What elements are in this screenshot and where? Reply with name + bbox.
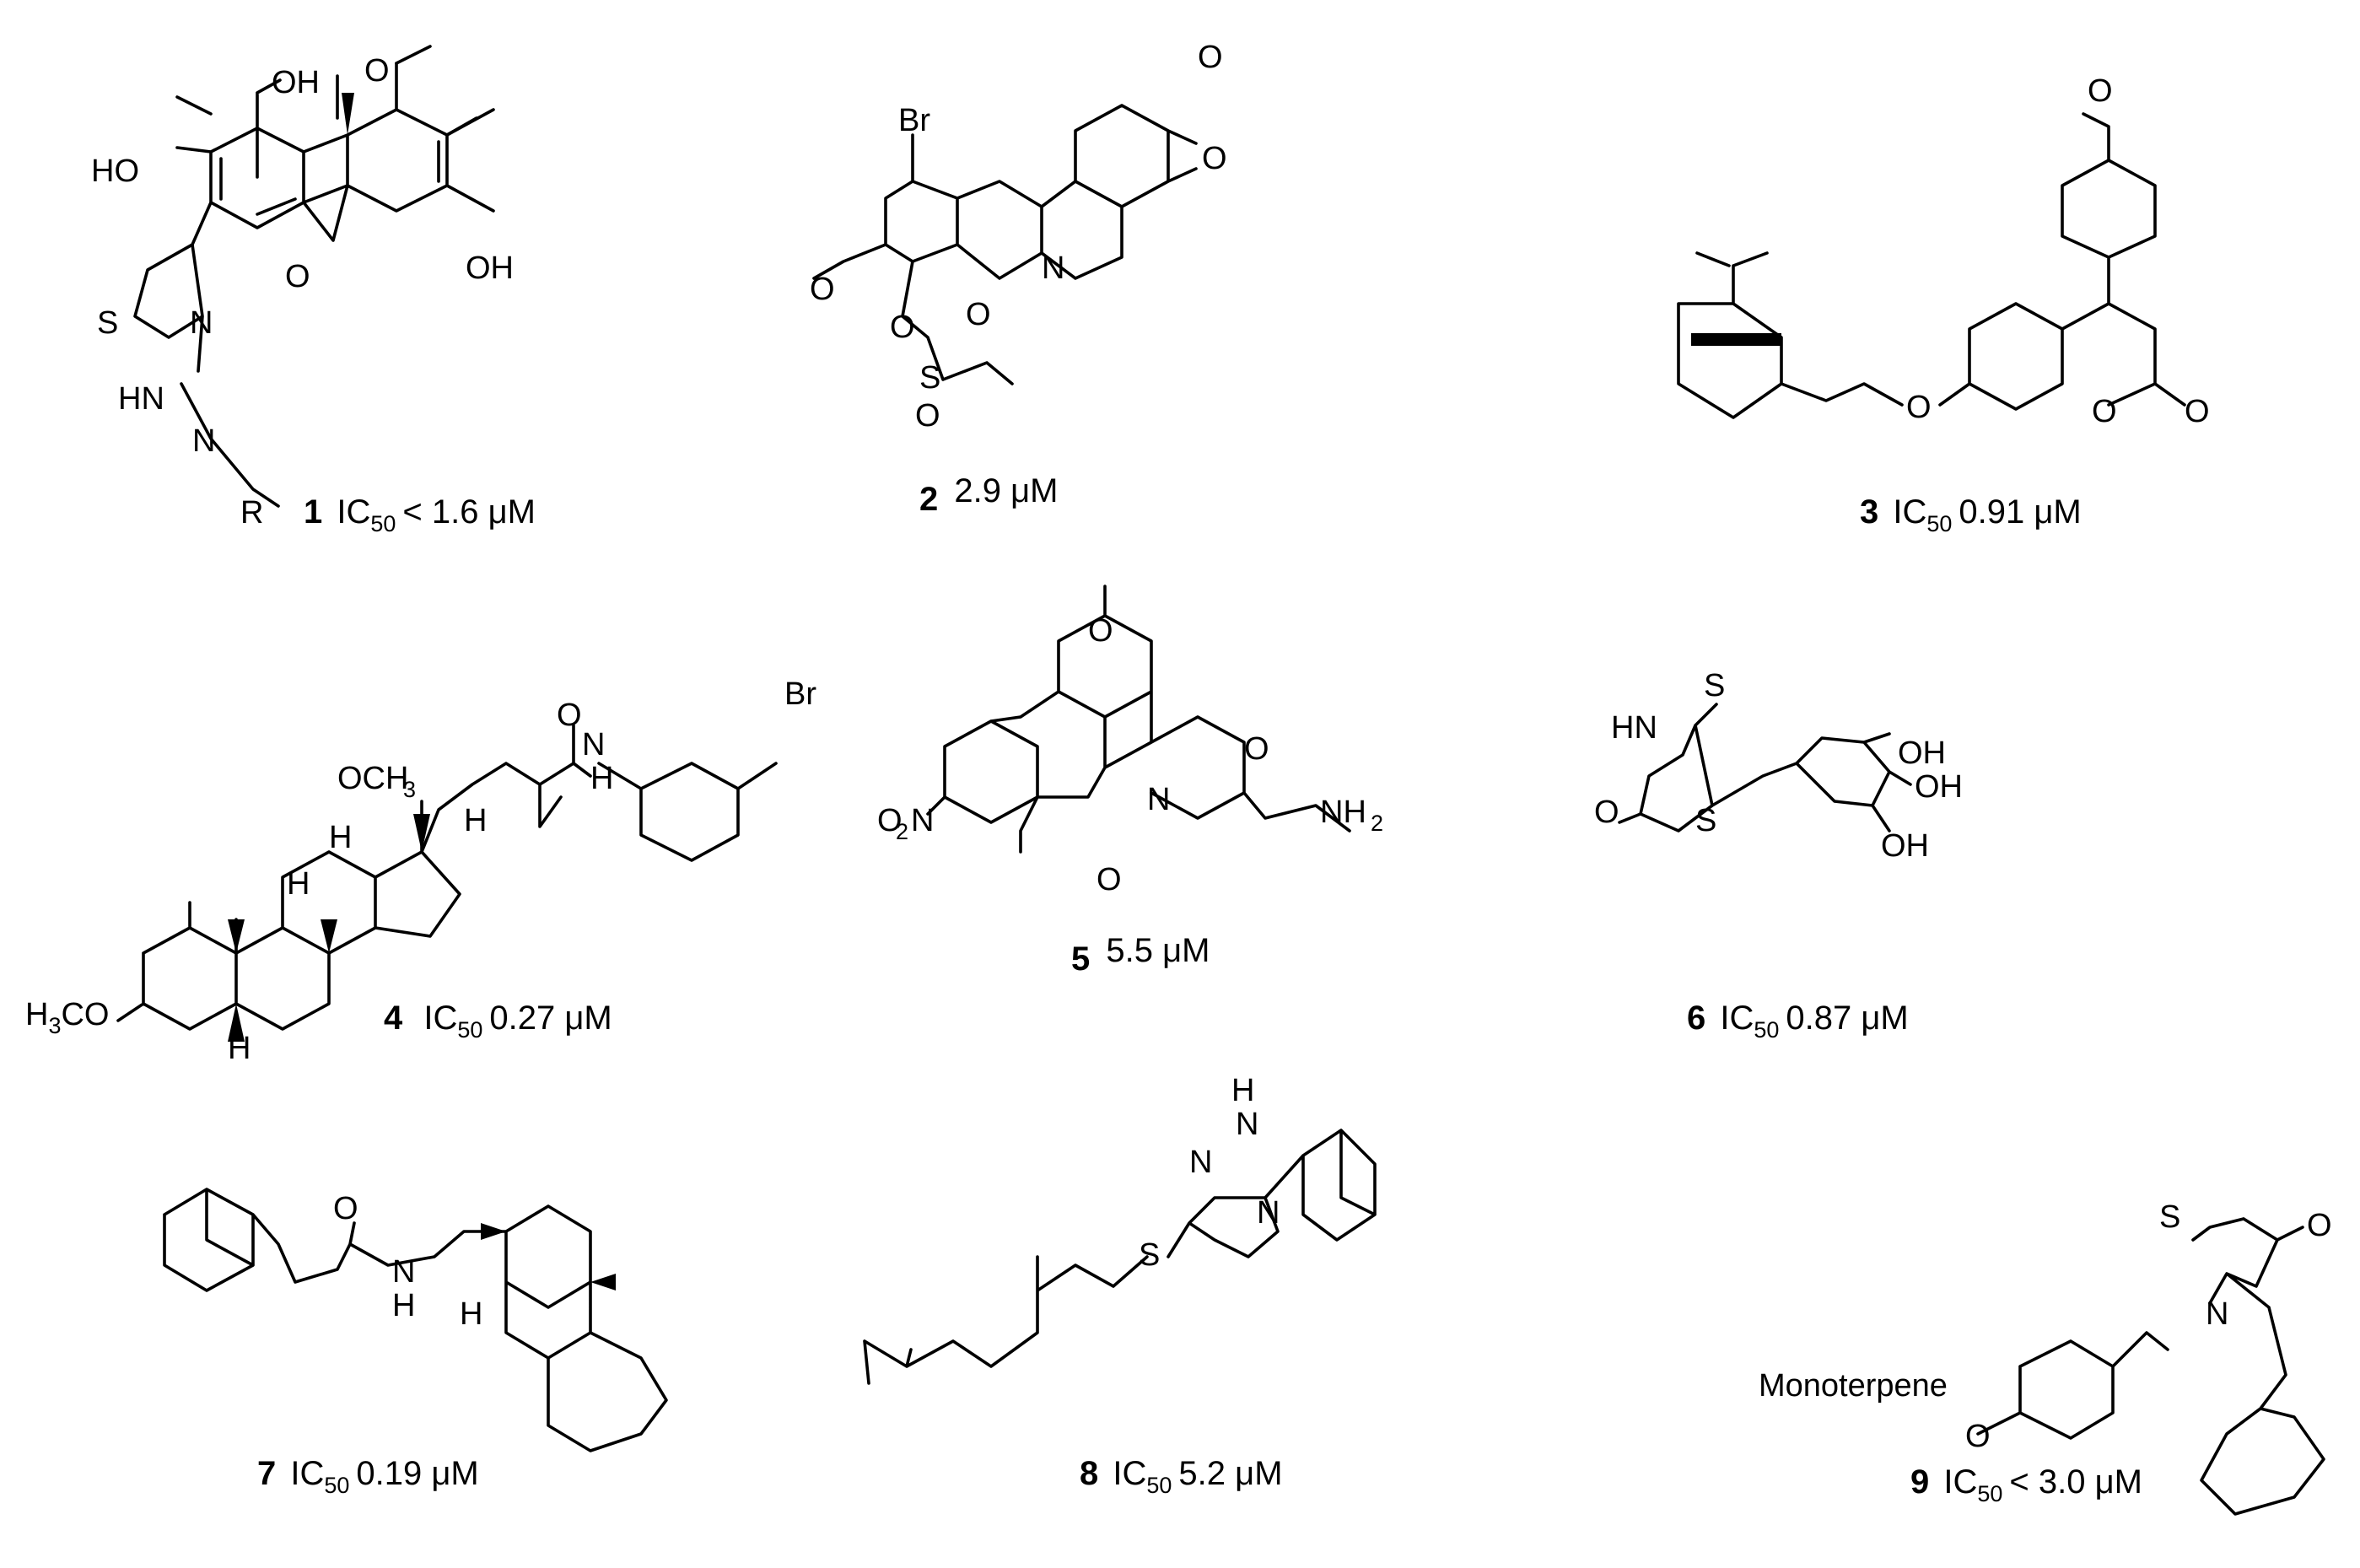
atom-label: O [2088, 73, 2113, 109]
atom-label: N [911, 803, 934, 838]
atom-label: O [2092, 394, 2117, 429]
atom-label: O [2307, 1208, 2332, 1243]
atom-label: S [919, 360, 940, 396]
compound-8-structure: H N N N S [863, 1073, 1377, 1385]
atom-label: N [1147, 782, 1170, 817]
atom-label: O [966, 297, 991, 332]
atom-label: O [877, 803, 903, 838]
atom-label: N [1189, 1145, 1212, 1180]
compound-2-structure: Br O O O O N S O O [810, 40, 1227, 434]
atom-label: H [287, 866, 310, 902]
atom-label: O [1198, 40, 1223, 75]
atom-label: R [240, 495, 263, 531]
atom-label: OCH [337, 761, 408, 796]
atom-label: OH [1881, 828, 1929, 864]
atom-label: O [1096, 862, 1122, 897]
atom-label: O [810, 272, 835, 307]
atom-label: H [228, 1031, 251, 1066]
compound-9-caption: 9 IC50< 3.0 μM [1910, 1463, 2142, 1506]
atom-label: H [329, 820, 352, 855]
atom-label: N [1236, 1107, 1258, 1142]
compound-4-structure: O N H Br OCH 3 H H H H H3CO [25, 676, 816, 1066]
atom-label: N [582, 727, 605, 762]
atom-label: O [1088, 613, 1113, 649]
atom-label: O [364, 53, 390, 89]
atom-label: Br [784, 676, 816, 712]
atom-label: S [1139, 1237, 1160, 1273]
atom-label: H3CO [25, 997, 109, 1038]
atom-label: O [285, 259, 310, 294]
compound-3-structure: O O O O [1677, 73, 2210, 429]
atom-label: O [557, 698, 582, 733]
atom-label: OH [1915, 769, 1963, 805]
compound-9-structure: S O N Monoterpene O [1759, 1199, 2332, 1516]
atom-label: N [1042, 251, 1064, 286]
atom-label: H [460, 1296, 482, 1332]
compound-6-structure: S HN O S OH OH OH [1594, 668, 1963, 864]
atom-label: 2 [1371, 811, 1383, 836]
atom-label: O [333, 1191, 358, 1226]
atom-label: HO [91, 154, 139, 189]
atom-label: NH [1320, 795, 1366, 830]
compound-1-caption: 1 IC50< 1.6 μM [304, 493, 536, 536]
atom-label: O [1594, 795, 1619, 830]
atom-label: H [392, 1288, 415, 1323]
atom-label: N [1257, 1195, 1280, 1231]
atom-label: HN [1611, 710, 1657, 746]
compound-7-structure: O N H H [163, 1188, 668, 1452]
compound-5-structure: O O O 2 N N NH 2 O [877, 585, 1383, 897]
atom-label: N [2206, 1296, 2228, 1332]
atom-label: O [2185, 394, 2210, 429]
atom-label: H [464, 803, 487, 838]
atom-label: O [1244, 731, 1269, 767]
atom-label: O [1906, 390, 1932, 425]
atom-label: H [1231, 1073, 1254, 1108]
atom-label: 2 [896, 819, 908, 844]
atom-label: OH [272, 65, 320, 100]
atom-label: 3 [403, 777, 416, 802]
atom-label: HN [118, 381, 164, 417]
atom-label: N [392, 1254, 415, 1290]
atom-label: OH [466, 251, 514, 286]
compound-1-structure: OH O HO OH O S N HN N R [91, 45, 514, 531]
atom-label: S [2159, 1199, 2180, 1235]
atom-label: S [97, 305, 118, 341]
atom-label: Br [898, 103, 930, 138]
atom-label: S [1704, 668, 1725, 703]
atom-label: O [915, 398, 940, 434]
atom-label: N [192, 423, 215, 459]
compound-5-caption: 5 5.5 μM [1071, 932, 1210, 978]
atom-label: N [190, 305, 213, 341]
atom-label: O [1202, 141, 1227, 176]
compound-2-caption: 2 2.9 μM [919, 472, 1058, 518]
atom-label: S [1695, 803, 1716, 838]
atom-label: H [590, 761, 613, 796]
atom-label: O [890, 310, 915, 345]
atom-label: O [1965, 1419, 1991, 1454]
atom-label: Monoterpene [1759, 1368, 1948, 1404]
atom-label: OH [1898, 736, 1946, 771]
